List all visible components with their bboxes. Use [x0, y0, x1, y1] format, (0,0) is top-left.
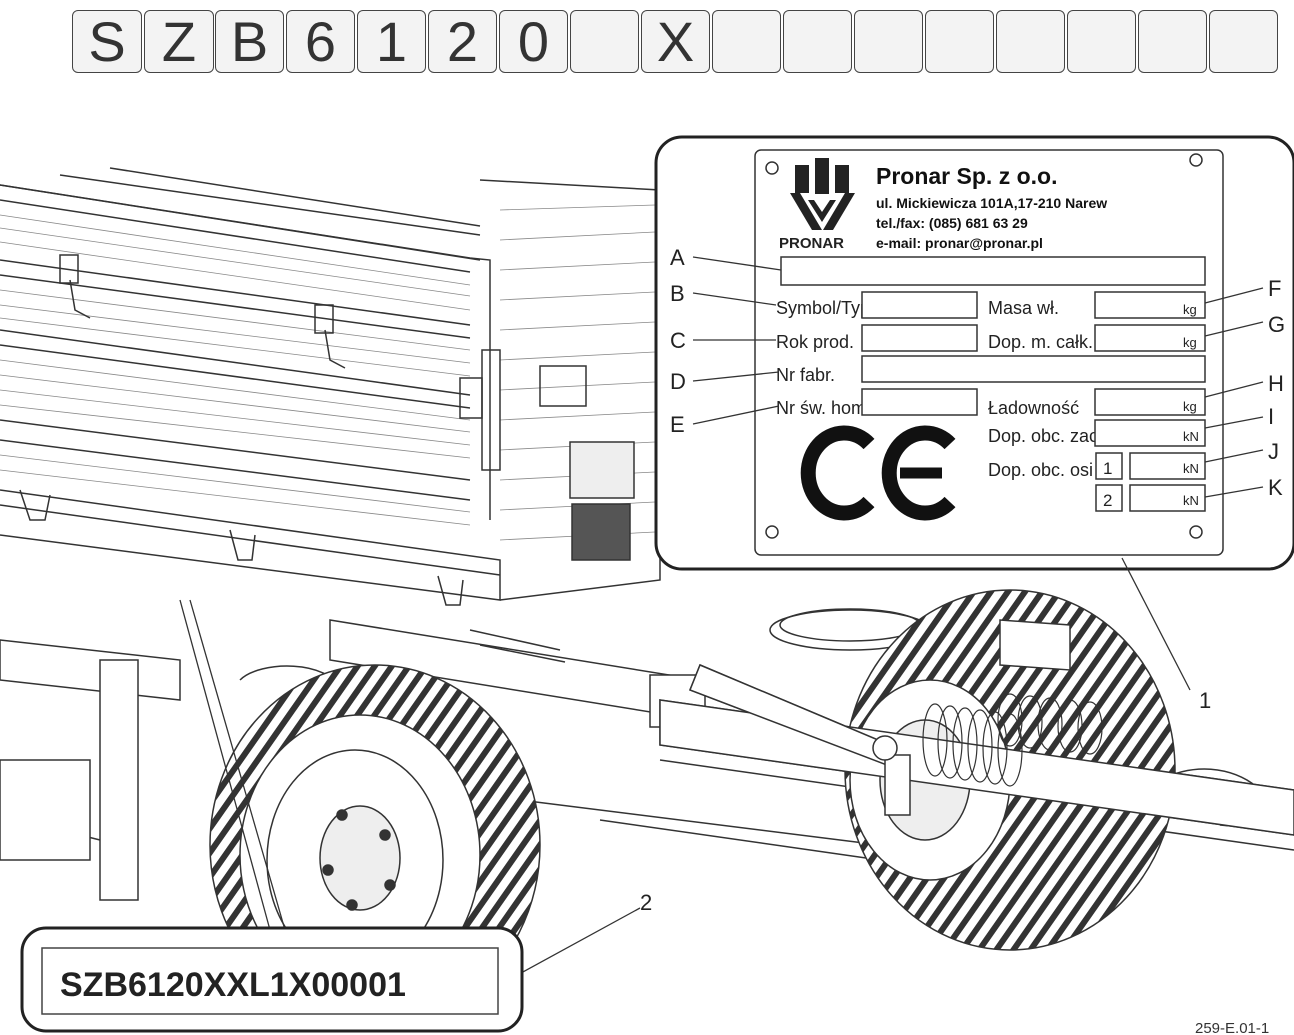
unit-h: kg: [1183, 399, 1197, 414]
vin-box-6: 2: [428, 10, 497, 73]
vin-box-12: [854, 10, 923, 73]
plate-field-a: [780, 256, 1206, 286]
plate-field-e: [861, 388, 978, 416]
unit-g: kg: [1183, 335, 1197, 350]
plate-email: e-mail: pronar@pronar.pl: [876, 235, 1043, 251]
plate-company: Pronar Sp. z o.o.: [876, 163, 1057, 189]
plate-field-c: [861, 324, 978, 352]
vin-box-4: 6: [286, 10, 355, 73]
left-wheel: [209, 664, 541, 1026]
plate-field-d: [861, 355, 1206, 383]
vin-box-1: S: [72, 10, 142, 73]
unit-f: kg: [1183, 302, 1197, 317]
trailer-body: [0, 167, 661, 606]
rating-plate-callout: PRONAR Pronar Sp. z o.o. ul. Mickiewicza…: [654, 135, 1294, 571]
vin-box-14: [996, 10, 1065, 73]
pronar-logo-text: PRONAR: [779, 235, 844, 252]
callout-leaders: [179, 256, 1264, 991]
label-dop-osi: Dop. obc. osi: [988, 460, 1093, 480]
pronar-logo: [790, 158, 855, 230]
label-nr-fabr: Nr fabr.: [776, 365, 835, 385]
serial-number: SZB6120XXL1X00001: [60, 966, 406, 1004]
callout-f: F: [1268, 276, 1281, 301]
figure-code: 259-E.01-1: [1195, 1020, 1269, 1035]
vin-box-17: [1209, 10, 1278, 73]
plate-field-h: [1094, 388, 1206, 416]
plate-field-g: [1094, 324, 1206, 352]
callout-g: G: [1268, 312, 1285, 337]
plate-field-b: [861, 291, 978, 319]
vin-box-15: [1067, 10, 1136, 73]
drawbar-front: [659, 619, 1294, 836]
callout-h: H: [1268, 371, 1284, 396]
vin-box-row: S Z B 6 1 2 0 X: [72, 10, 1279, 75]
plate-field-f: [1094, 291, 1206, 319]
callout-b: B: [670, 281, 685, 306]
callout-c: C: [670, 328, 686, 353]
vin-box-10: [712, 10, 781, 73]
vin-box-7: 0: [499, 10, 568, 73]
plate-field-k: [1129, 484, 1206, 512]
callout-e: E: [670, 412, 685, 437]
callout-item-1: 1: [1199, 688, 1211, 713]
callout-k: K: [1268, 475, 1283, 500]
unit-k: kN: [1183, 493, 1199, 508]
air-coils: [922, 693, 1103, 787]
unit-j: kN: [1183, 461, 1199, 476]
axle-1-label: 1: [1103, 459, 1112, 478]
callout-item-2: 2: [640, 890, 652, 915]
vin-box-16: [1138, 10, 1207, 73]
plate-address: ul. Mickiewicza 101A,17-210 Narew: [876, 195, 1107, 211]
plate-field-j: [1129, 452, 1206, 480]
label-ladownosc: Ładowność: [988, 398, 1079, 418]
serial-number-callout: SZB6120XXL1X00001: [20, 926, 524, 1033]
label-nr-sw: Nr św. hom.: [776, 398, 871, 418]
vin-box-9: X: [641, 10, 710, 73]
label-dop-m: Dop. m. całk.: [988, 332, 1093, 352]
vin-box-8: [570, 10, 639, 73]
callout-a: A: [670, 245, 685, 270]
vin-box-11: [783, 10, 852, 73]
callout-j: J: [1268, 439, 1279, 464]
axle-2-label: 2: [1103, 491, 1112, 510]
plate-field-i: [1094, 419, 1206, 447]
label-dop-zacz: Dop. obc. zacz.: [988, 426, 1112, 446]
label-rok: Rok prod.: [776, 332, 854, 352]
callout-d: D: [670, 369, 686, 394]
callout-labels: A B C D E F G H I J K 1 2: [640, 245, 1285, 915]
plate-phone: tel./fax: (085) 681 63 29: [876, 215, 1028, 231]
label-symbol: Symbol/Typ: [776, 298, 870, 318]
vin-box-3: B: [215, 10, 284, 73]
vin-box-5: 1: [357, 10, 426, 73]
axle-1-box: [1095, 452, 1123, 480]
vin-box-2: Z: [144, 10, 214, 73]
label-masa: Masa wł.: [988, 298, 1059, 318]
unit-i: kN: [1183, 429, 1199, 444]
vin-box-13: [925, 10, 994, 73]
ce-mark: [800, 425, 956, 521]
callout-i: I: [1268, 404, 1274, 429]
axle-2-box: [1095, 484, 1123, 512]
